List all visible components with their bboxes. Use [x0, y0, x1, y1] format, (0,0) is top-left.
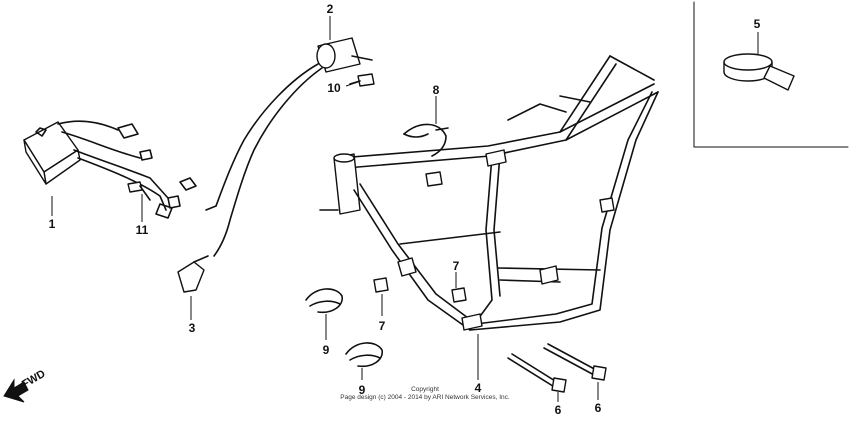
filler-cap[interactable]: [723, 53, 795, 91]
bolt-11[interactable]: [127, 181, 151, 201]
leader-lines: [51, 16, 759, 402]
copyright-line-1: Copyright: [411, 386, 439, 393]
spark-plug-cap[interactable]: [177, 255, 209, 293]
ignition-coil[interactable]: [205, 37, 373, 257]
band-9-upper[interactable]: [305, 288, 343, 314]
copyright-line-2: Page design (c) 2004 - 2014 by ARI Netwo…: [340, 394, 510, 401]
bolt-6-left[interactable]: [507, 353, 567, 393]
bolt-6-right[interactable]: [543, 343, 607, 381]
fwd-direction-indicator: FWD: [3, 368, 48, 403]
callout-2: 2: [327, 2, 334, 16]
copyright-notice: Copyright Page design (c) 2004 - 2014 by…: [340, 386, 510, 401]
clamp-8[interactable]: [403, 123, 449, 157]
callout-1: 1: [49, 217, 56, 231]
callout-7-left: 7: [379, 319, 386, 333]
grommet-7-right[interactable]: [451, 287, 467, 303]
callout-11: 11: [136, 223, 149, 237]
callout-6-left: 6: [555, 403, 562, 417]
callout-8: 8: [433, 83, 440, 97]
fwd-label: FWD: [20, 368, 48, 391]
grommet-7-left[interactable]: [373, 277, 389, 293]
callout-4: 4: [475, 381, 482, 395]
callout-3: 3: [189, 321, 196, 335]
cdi-unit[interactable]: [23, 120, 197, 219]
callout-6-right: 6: [595, 401, 602, 415]
callout-9-upper: 9: [323, 343, 330, 357]
callout-labels: 1 2 3 4 5 6 6 7 7 8 9 9 10 11: [49, 2, 761, 417]
callout-5: 5: [754, 17, 761, 31]
bolt-10[interactable]: [349, 73, 375, 87]
callout-7-right: 7: [453, 259, 460, 273]
callout-10: 10: [327, 81, 341, 95]
frame-body[interactable]: [319, 55, 659, 331]
fwd-arrow-icon: [3, 378, 29, 403]
band-9-lower[interactable]: [345, 342, 383, 368]
inset-box: [693, 1, 849, 148]
callout-9-lower: 9: [359, 383, 366, 397]
